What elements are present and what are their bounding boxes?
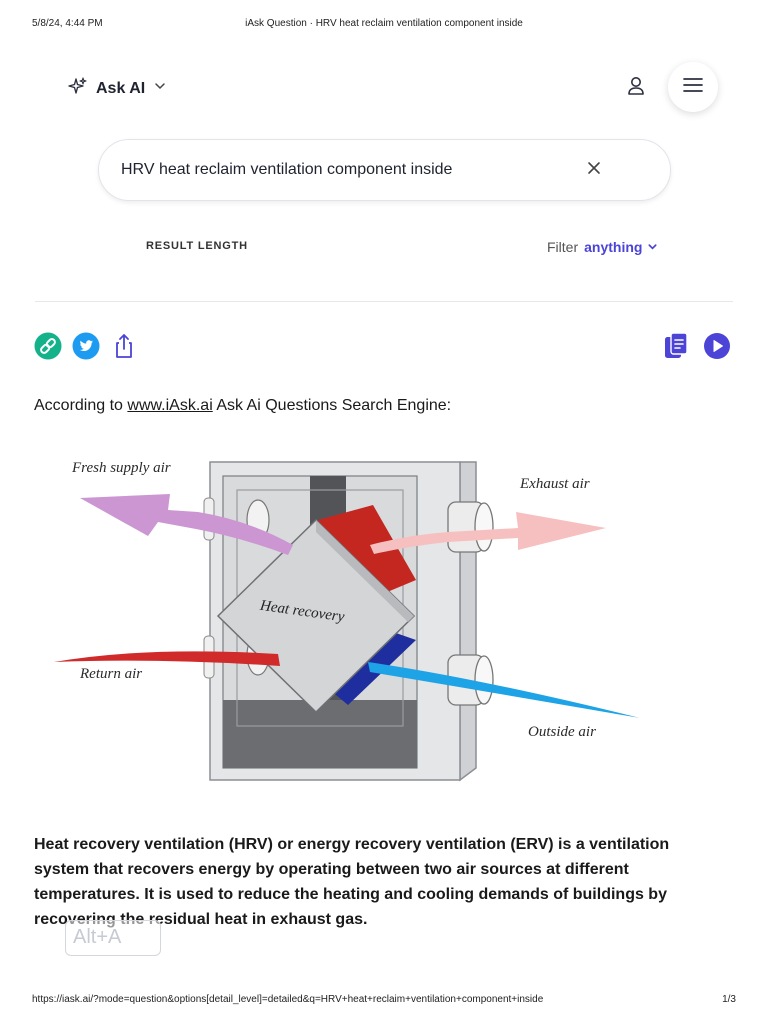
user-account-button[interactable] [622,76,650,100]
hrv-diagram: Fresh supply air Exhaust air Heat recove… [54,460,640,782]
print-url: https://iask.ai/?mode=question&options[d… [32,994,544,1005]
fresh-supply-air-label: Fresh supply air [71,460,171,476]
twitter-icon [72,332,100,365]
top-nav: Ask AI [0,62,768,112]
chevron-down-icon [153,79,167,98]
source-suffix: Ask Ai Questions Search Engine: [212,397,452,414]
divider [35,301,733,302]
chevron-down-icon [647,239,658,255]
link-icon [34,332,62,365]
source-link[interactable]: www.iAsk.ai [127,397,213,414]
filter-value: anything [584,239,643,255]
menu-button[interactable] [668,62,718,112]
exhaust-air-label: Exhaust air [519,476,590,492]
print-page-number: 1/3 [722,994,736,1005]
print-header: 5/8/24, 4:44 PM iAsk Question · HRV heat… [32,18,736,32]
return-air-label: Return air [79,666,142,682]
result-length-label[interactable]: RESULT LENGTH [146,240,248,252]
share-icon [111,332,137,365]
outside-air-label: Outside air [528,724,596,740]
play-audio-button[interactable] [703,332,731,365]
copy-link-button[interactable] [34,332,62,365]
print-datetime: 5/8/24, 4:44 PM [32,18,103,29]
user-icon [626,75,646,102]
ask-ai-label: Ask AI [96,79,146,97]
ask-ai-dropdown[interactable]: Ask AI [68,76,167,101]
close-icon [587,161,601,180]
filter-label: Filter [547,239,579,255]
search-input[interactable] [121,157,581,183]
search-box [98,139,671,201]
play-icon [703,332,731,365]
filter-dropdown[interactable]: Filter anything [547,239,658,255]
print-title: iAsk Question · HRV heat reclaim ventila… [245,18,523,29]
copy-answer-button[interactable] [662,331,690,362]
answer-text: Heat recovery ventilation (HRV) or energ… [34,836,670,928]
share-button[interactable] [110,332,138,365]
keyboard-shortcut-hint: Alt+A [65,920,161,956]
result-options: RESULT LENGTH Filter anything [0,238,768,258]
menu-icon [683,77,703,98]
copy-icon [663,331,689,366]
clear-search-button[interactable] [583,159,605,181]
print-footer: https://iask.ai/?mode=question&options[d… [32,994,736,1008]
source-line: According to www.iAsk.ai Ask Ai Question… [34,397,451,415]
sparkle-icon [68,76,88,101]
share-twitter-button[interactable] [72,332,100,365]
source-prefix: According to [34,397,128,414]
